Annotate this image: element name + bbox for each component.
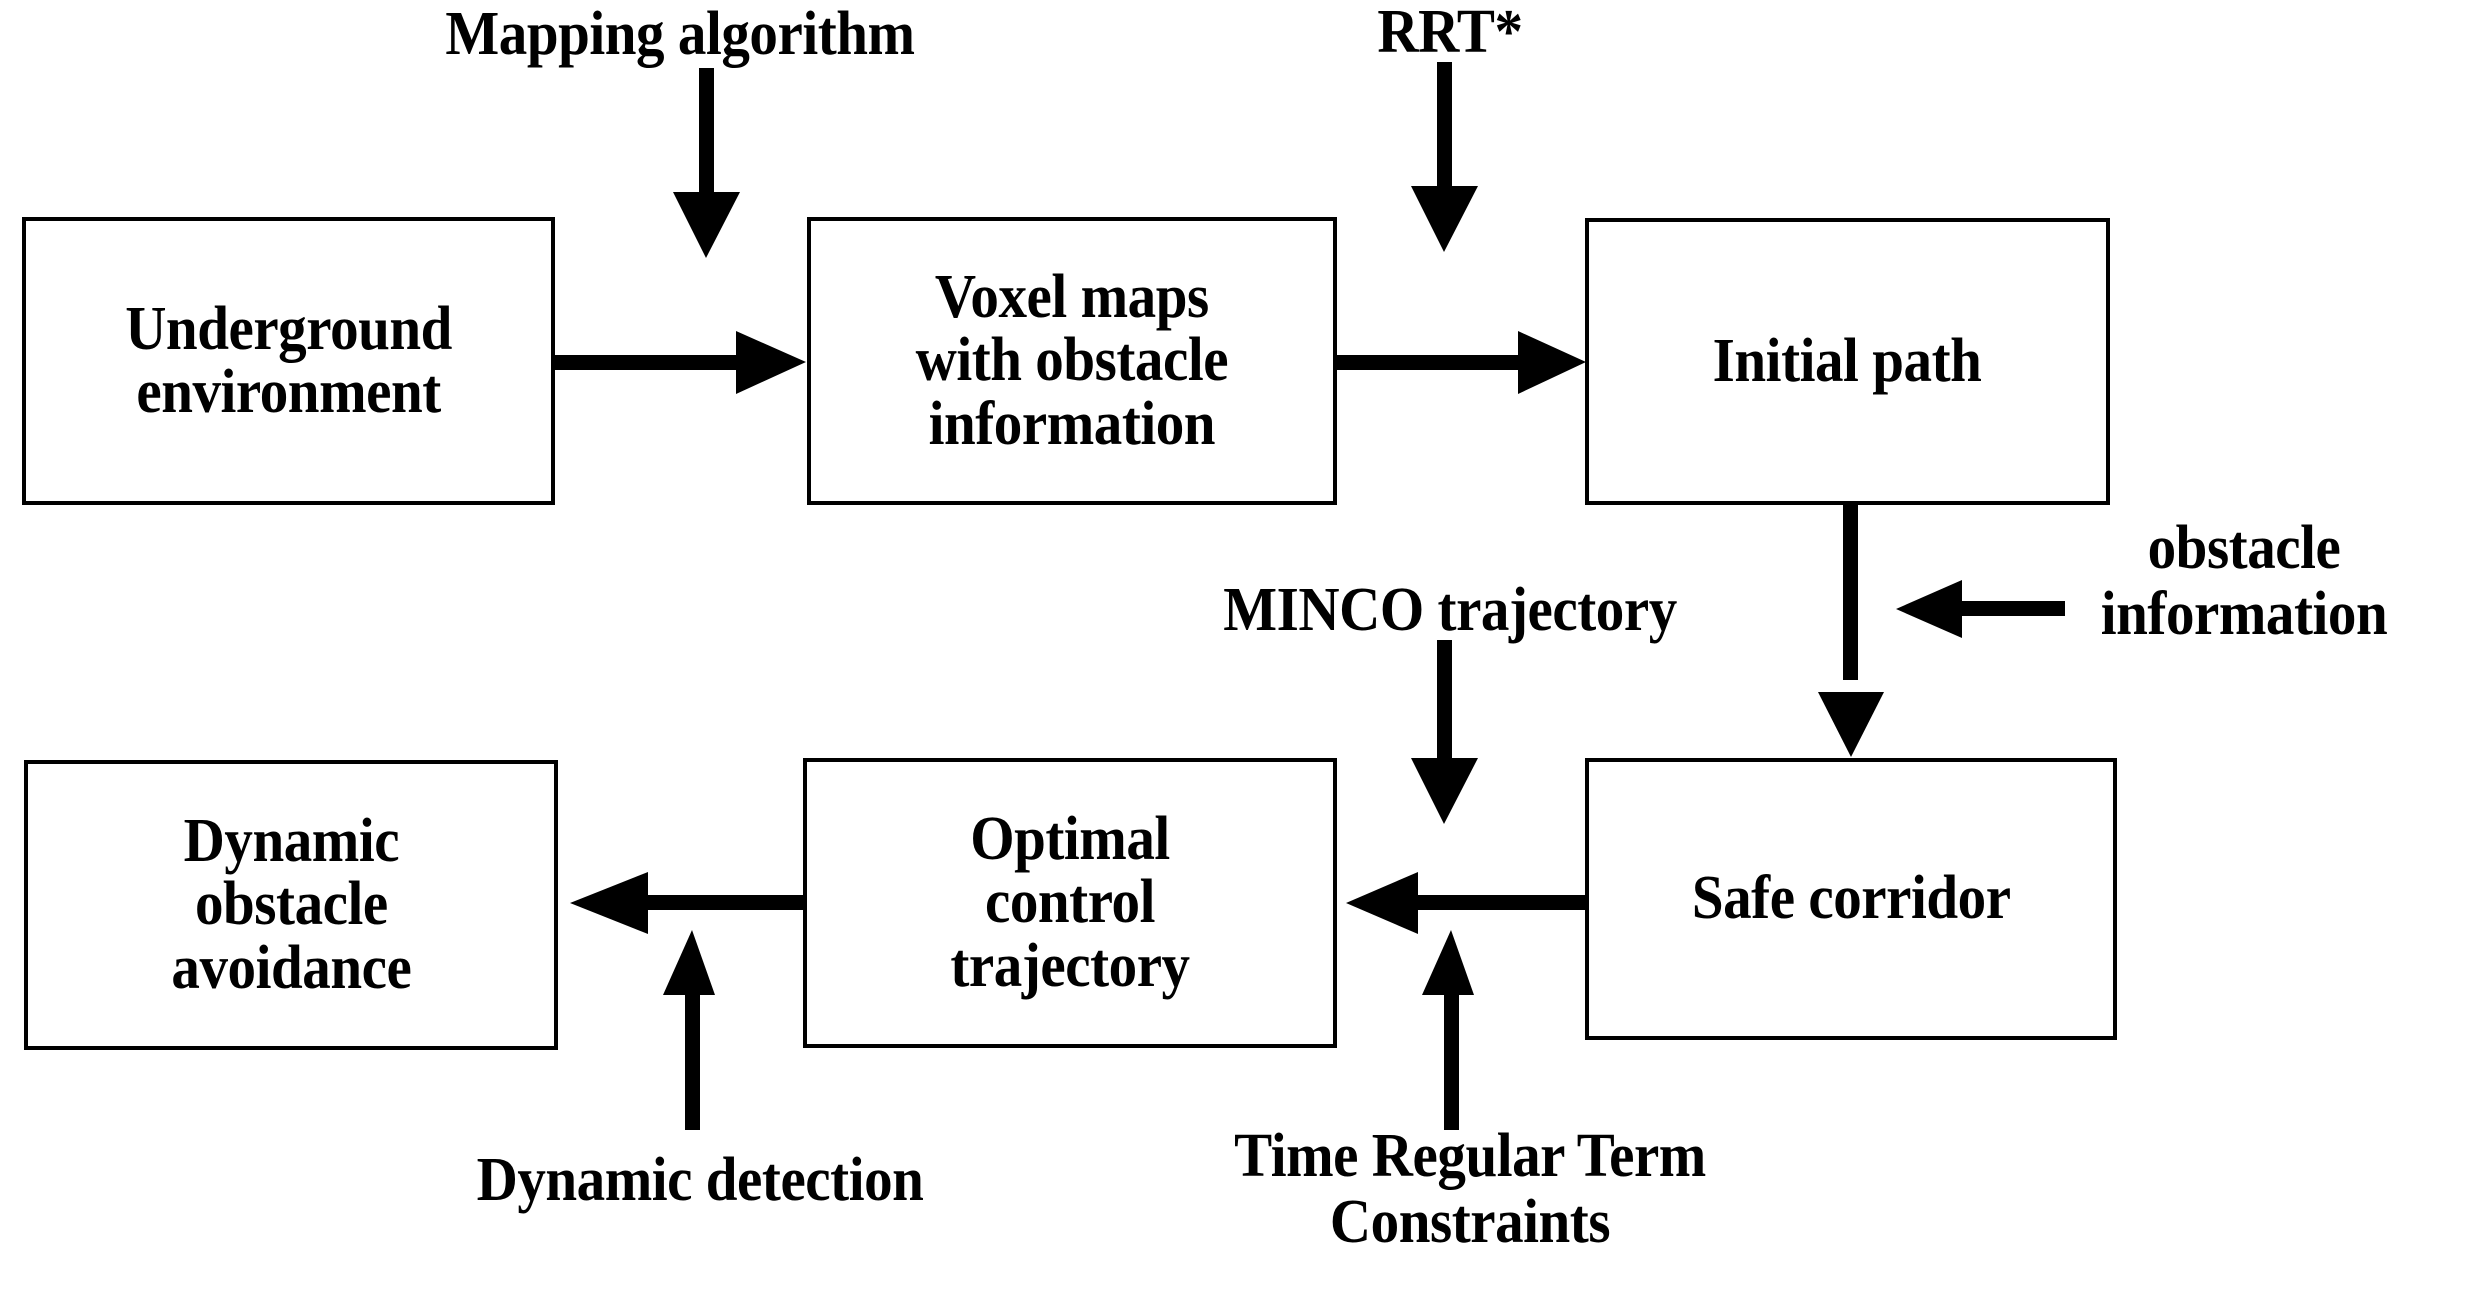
node-optimal-control-trajectory-label: Optimal control trajectory [950, 805, 1190, 1000]
edge-label-minco-trajectory: MINCO trajectory [1223, 576, 1677, 644]
arrow-safe-corridor-to-optimal-control-trajectory [1346, 872, 1590, 934]
arrow-minco-trajectory-to-optimal-control-trajectory [1411, 640, 1478, 824]
node-initial-path[interactable]: Initial path [1585, 218, 2110, 505]
node-dynamic-obstacle-avoidance-label: Dynamic obstacle avoidance [171, 807, 411, 1002]
edge-label-dynamic-detection: Dynamic detection [476, 1146, 924, 1214]
edge-label-rrt-star: RRT* [1377, 0, 1523, 66]
edge-label-obstacle-information: obstacle information [2100, 514, 2388, 648]
edge-label-time-regular-term-constraints: Time Regular Term Constraints [1234, 1122, 1706, 1256]
arrow-voxel-maps-to-initial-path [1334, 331, 1586, 394]
arrow-time-regular-term-constraints [1422, 930, 1474, 1130]
arrow-dynamic-detection [663, 930, 715, 1130]
arrow-underground-environment-to-voxel-maps [552, 331, 806, 394]
node-voxel-maps[interactable]: Voxel maps with obstacle information [807, 217, 1337, 505]
node-safe-corridor-label: Safe corridor [1691, 864, 2011, 933]
node-initial-path-label: Initial path [1713, 326, 1982, 395]
edge-label-mapping-algorithm: Mapping algorithm [445, 0, 915, 68]
node-optimal-control-trajectory[interactable]: Optimal control trajectory [803, 758, 1337, 1048]
node-underground-environment[interactable]: Underground environment [22, 217, 555, 505]
arrow-initial-path-to-safe-corridor [1818, 500, 1884, 757]
node-voxel-maps-label: Voxel maps with obstacle information [915, 263, 1229, 458]
node-safe-corridor[interactable]: Safe corridor [1585, 758, 2117, 1040]
node-dynamic-obstacle-avoidance[interactable]: Dynamic obstacle avoidance [24, 760, 558, 1050]
node-underground-environment-label: Underground environment [125, 294, 452, 426]
arrow-rrt-star-to-initial-path [1411, 62, 1478, 252]
arrow-optimal-control-trajectory-to-dynamic-obstacle-avoidance [570, 872, 805, 934]
arrow-mapping-algorithm-to-voxel-maps [673, 68, 740, 258]
